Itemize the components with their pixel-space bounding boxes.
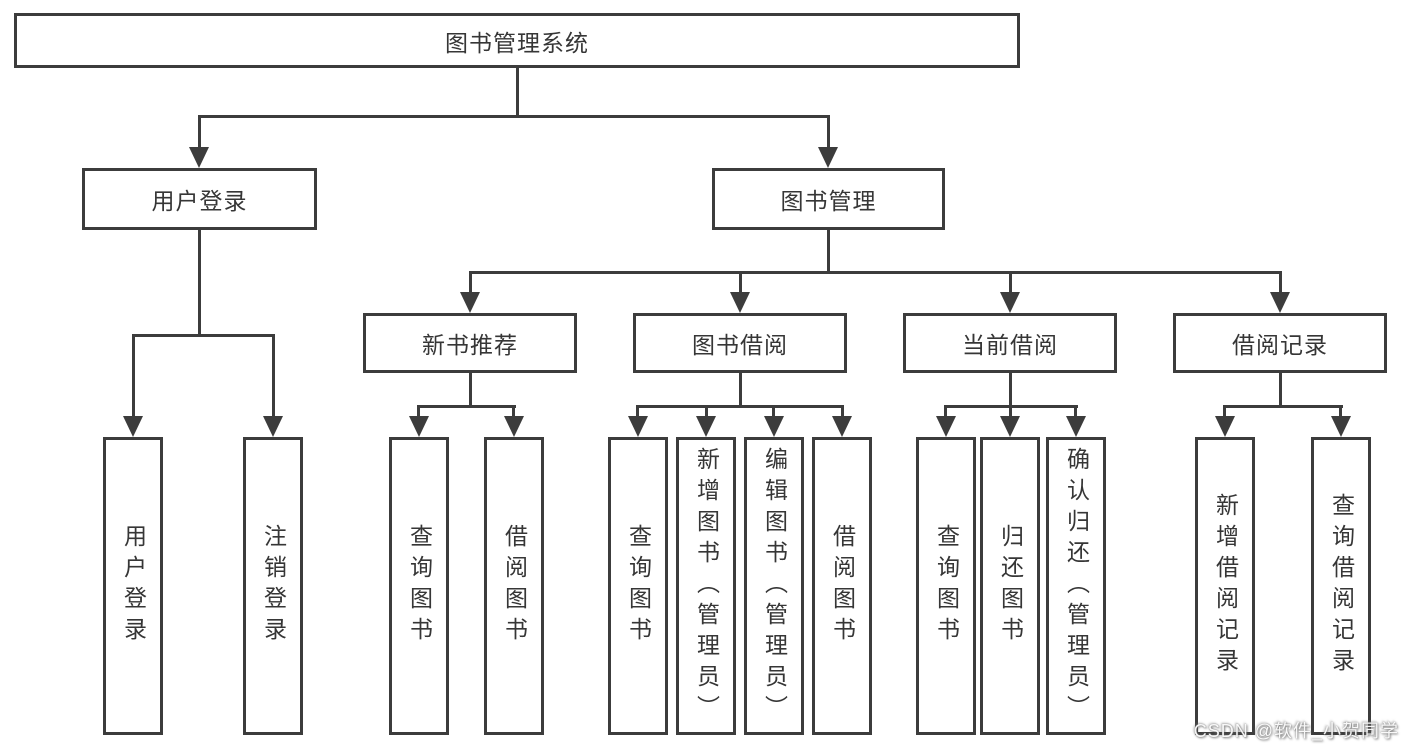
arrowhead-down-icon xyxy=(832,416,852,437)
arrowhead-down-icon xyxy=(263,416,283,437)
node-new-book-recommendation: 新书推荐 xyxy=(363,313,577,373)
connector-stem xyxy=(1339,405,1342,421)
leaf-query-borrow-record: 查询借阅记录 xyxy=(1311,437,1371,735)
connector-stem xyxy=(1223,405,1226,421)
connector-stem xyxy=(417,405,420,421)
connector-current-drop xyxy=(1009,373,1012,408)
csdn-watermark: CSDN @软件_小贺同学 xyxy=(1193,721,1399,741)
node-current-borrowing: 当前借阅 xyxy=(903,313,1117,373)
node-book-management: 图书管理 xyxy=(712,168,945,230)
arrowhead-down-icon xyxy=(1270,292,1290,313)
node-library-management-system: 图书管理系统 xyxy=(14,13,1020,68)
connector-stem xyxy=(198,115,201,150)
connector-stem xyxy=(1279,271,1282,297)
connector-stem xyxy=(705,405,708,421)
arrowhead-down-icon xyxy=(1000,416,1020,437)
arrowhead-down-icon xyxy=(628,416,648,437)
connector-stem xyxy=(1009,271,1012,297)
leaf-borrow-books: 借阅图书 xyxy=(484,437,544,735)
arrowhead-down-icon xyxy=(764,416,784,437)
connector-borrow-rail xyxy=(636,405,844,408)
arrowhead-down-icon xyxy=(730,292,750,313)
arrowhead-down-icon xyxy=(409,416,429,437)
connector-stem xyxy=(841,405,844,421)
leaf-user-login: 用户登录 xyxy=(103,437,163,735)
connector-stem xyxy=(512,405,515,421)
leaf-query-books: 查询图书 xyxy=(608,437,668,735)
leaf-return-books: 归还图书 xyxy=(980,437,1040,735)
arrowhead-down-icon xyxy=(460,292,480,313)
connector-borrow-drop xyxy=(739,373,742,408)
connector-stem xyxy=(1009,405,1012,421)
connector-stem xyxy=(827,115,830,150)
connector-mgmt-drop xyxy=(827,230,830,274)
connector-recommend-rail xyxy=(417,405,516,408)
arrowhead-down-icon xyxy=(504,416,524,437)
arrowhead-down-icon xyxy=(818,147,838,168)
arrowhead-down-icon xyxy=(1215,416,1235,437)
arrowhead-down-icon xyxy=(1066,416,1086,437)
leaf-query-books: 查询图书 xyxy=(389,437,449,735)
connector-login-drop xyxy=(198,230,201,337)
leaf-add-book-admin: 新增图书（管理员） xyxy=(676,437,736,735)
connector-records-rail xyxy=(1223,405,1343,408)
connector-stem xyxy=(132,334,135,420)
leaf-add-borrow-record: 新增借阅记录 xyxy=(1195,437,1255,735)
connector-login-rail xyxy=(132,334,275,337)
connector-mgmt-rail xyxy=(469,271,1282,274)
leaf-query-books: 查询图书 xyxy=(916,437,976,735)
leaf-confirm-return-admin: 确认归还（管理员） xyxy=(1046,437,1106,735)
arrowhead-down-icon xyxy=(1000,292,1020,313)
arrowhead-down-icon xyxy=(123,416,143,437)
leaf-borrow-books: 借阅图书 xyxy=(812,437,872,735)
arrowhead-down-icon xyxy=(1331,416,1351,437)
connector-stem xyxy=(1074,405,1077,421)
connector-stem xyxy=(469,271,472,297)
connector-root-rail xyxy=(198,115,830,118)
connector-stem xyxy=(636,405,639,421)
node-borrowing-records: 借阅记录 xyxy=(1173,313,1387,373)
connector-stem xyxy=(944,405,947,421)
arrowhead-down-icon xyxy=(696,416,716,437)
connector-root-drop xyxy=(516,66,519,117)
node-user-login: 用户登录 xyxy=(82,168,317,230)
connector-recommend-drop xyxy=(469,373,472,408)
arrowhead-down-icon xyxy=(936,416,956,437)
connector-stem xyxy=(772,405,775,421)
connector-stem xyxy=(272,334,275,420)
connector-records-drop xyxy=(1279,373,1282,408)
node-book-borrowing: 图书借阅 xyxy=(633,313,847,373)
connector-stem xyxy=(739,271,742,297)
leaf-logout: 注销登录 xyxy=(243,437,303,735)
arrowhead-down-icon xyxy=(189,147,209,168)
leaf-edit-book-admin: 编辑图书（管理员） xyxy=(744,437,804,735)
